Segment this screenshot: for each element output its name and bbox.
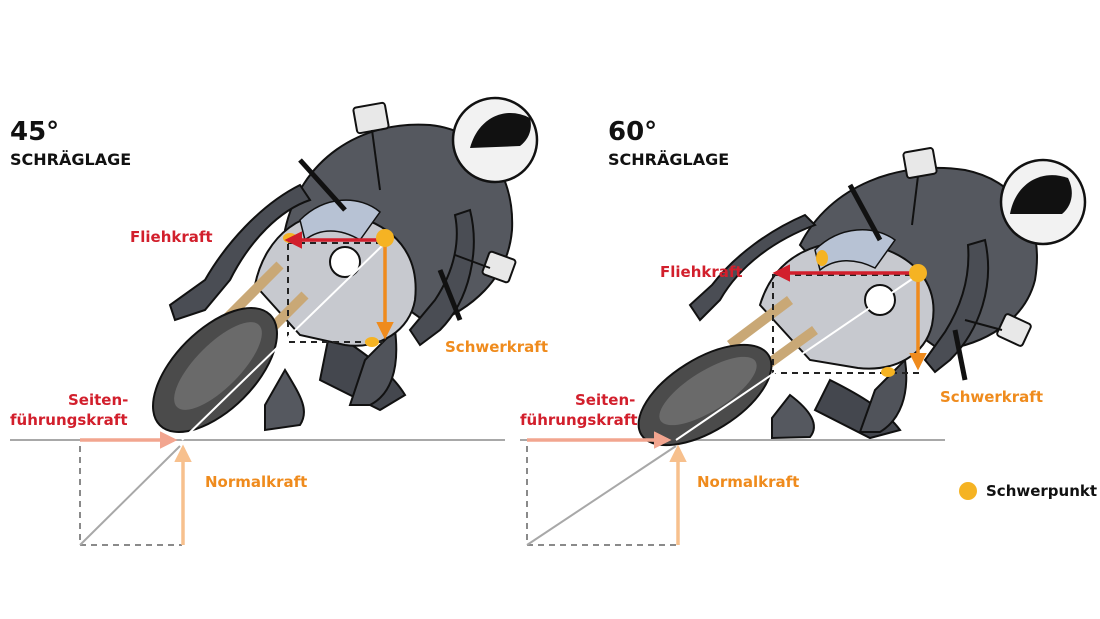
normal-force-label: Normalkraft bbox=[697, 473, 799, 491]
resultant-force-line bbox=[526, 445, 677, 546]
angle-label: 60° bbox=[608, 117, 657, 147]
lateral-force-label-line2: führungskraft bbox=[520, 411, 638, 429]
motorcycle-rider-illustration bbox=[152, 96, 539, 441]
gravity-force-label: Schwerkraft bbox=[940, 388, 1043, 406]
lateral-force-label-line2: führungskraft bbox=[10, 411, 128, 429]
normal-force-label: Normalkraft bbox=[205, 473, 307, 491]
lateral-force-label-line1: Seiten- bbox=[68, 391, 128, 409]
center-of-gravity-dot-icon bbox=[959, 482, 977, 500]
resultant-force-line bbox=[79, 445, 181, 546]
center-of-gravity-dot bbox=[909, 264, 927, 282]
angle-label: 45° bbox=[10, 117, 59, 147]
legend-label: Schwerpunkt bbox=[986, 482, 1097, 500]
legend: Schwerpunkt bbox=[959, 482, 1097, 500]
panel-45: 45° SCHRÄGLAGE bbox=[10, 96, 548, 546]
panel-60: 60° SCHRÄGLAGE bbox=[520, 117, 1087, 546]
lateral-force-label-line1: Seiten- bbox=[575, 391, 635, 409]
center-of-gravity-dot bbox=[376, 229, 394, 247]
angle-subtitle: SCHRÄGLAGE bbox=[10, 150, 131, 169]
gravity-force-label: Schwerkraft bbox=[445, 338, 548, 356]
motorcycle-rider-illustration bbox=[637, 147, 1087, 447]
angle-subtitle: SCHRÄGLAGE bbox=[608, 150, 729, 169]
centrifugal-force-label: Fliehkraft bbox=[130, 228, 213, 246]
centrifugal-force-label: Fliehkraft bbox=[660, 263, 743, 281]
